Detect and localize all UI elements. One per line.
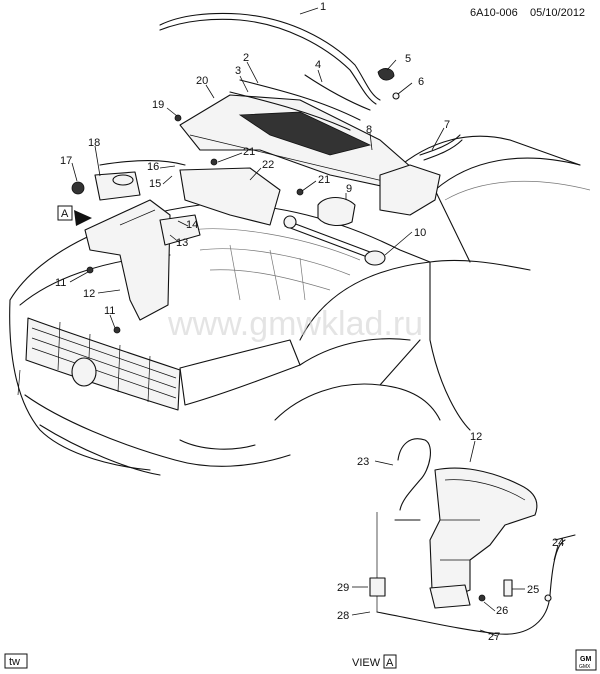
view-a-detail [369,438,576,635]
emblem-icon [71,357,97,387]
view-letter: A [386,657,394,669]
callout-8: 8 [366,124,372,136]
callout-23: 23 [357,456,369,468]
callout-24: 24 [552,537,564,549]
callout-9: 9 [346,183,352,195]
part-1-hood-seal [159,12,381,101]
callout-3: 3 [235,65,241,77]
footer: tw VIEW A GM GMX [4,649,597,671]
callout-29: 29 [337,582,349,594]
callout-26: 26 [496,605,508,617]
gm-logo-icon [575,649,597,671]
callout-20: 20 [196,75,208,87]
vehicle-body-outline [9,135,591,476]
parts-upper [71,12,463,334]
callout-labels: 1 2 3 4 5 6 7 8 9 10 11 11 12 12 13 14 1… [55,1,564,643]
callout-19: 19 [152,99,164,111]
diagram-date: 05/10/2012 [530,7,585,19]
callout-6: 6 [418,76,424,88]
part-9-wiper-motor [317,196,356,227]
part-10-pivot [364,250,386,266]
callout-17: 17 [60,155,72,167]
svg-text:A: A [61,208,69,220]
callout-12a: 12 [83,288,95,300]
part-22-panel [179,167,281,226]
diagram-code: 6A10-006 [470,7,518,19]
callout-5: 5 [405,53,411,65]
callout-2: 2 [243,52,249,64]
callout-10: 10 [414,227,426,239]
view-a-marker: A [57,205,92,226]
callout-28: 28 [337,610,349,622]
callout-14: 14 [186,219,198,231]
callout-27: 27 [488,631,500,643]
callout-7: 7 [444,119,450,131]
callout-11a: 11 [55,277,66,289]
tw-badge: tw [9,656,20,668]
callout-21a: 21 [243,146,255,158]
callout-18: 18 [88,137,100,149]
callout-16: 16 [147,161,159,173]
callout-4: 4 [315,59,321,71]
part-12-reservoir [84,199,171,321]
leader-lines [69,7,559,637]
callout-11b: 11 [104,305,115,317]
brand-top: GM [580,656,591,663]
callout-25: 25 [527,584,539,596]
callout-15: 15 [149,178,161,190]
callout-12b: 12 [470,431,482,443]
brand-bottom: GMX [579,664,591,670]
view-label: VIEW [352,657,381,669]
part-12-reservoir-detail [429,467,538,601]
watermark: www.gmwklad.ru [167,305,423,343]
callout-22: 22 [262,159,274,171]
callout-1: 1 [320,1,326,13]
callout-13: 13 [176,237,188,249]
callout-21b: 21 [318,174,330,186]
